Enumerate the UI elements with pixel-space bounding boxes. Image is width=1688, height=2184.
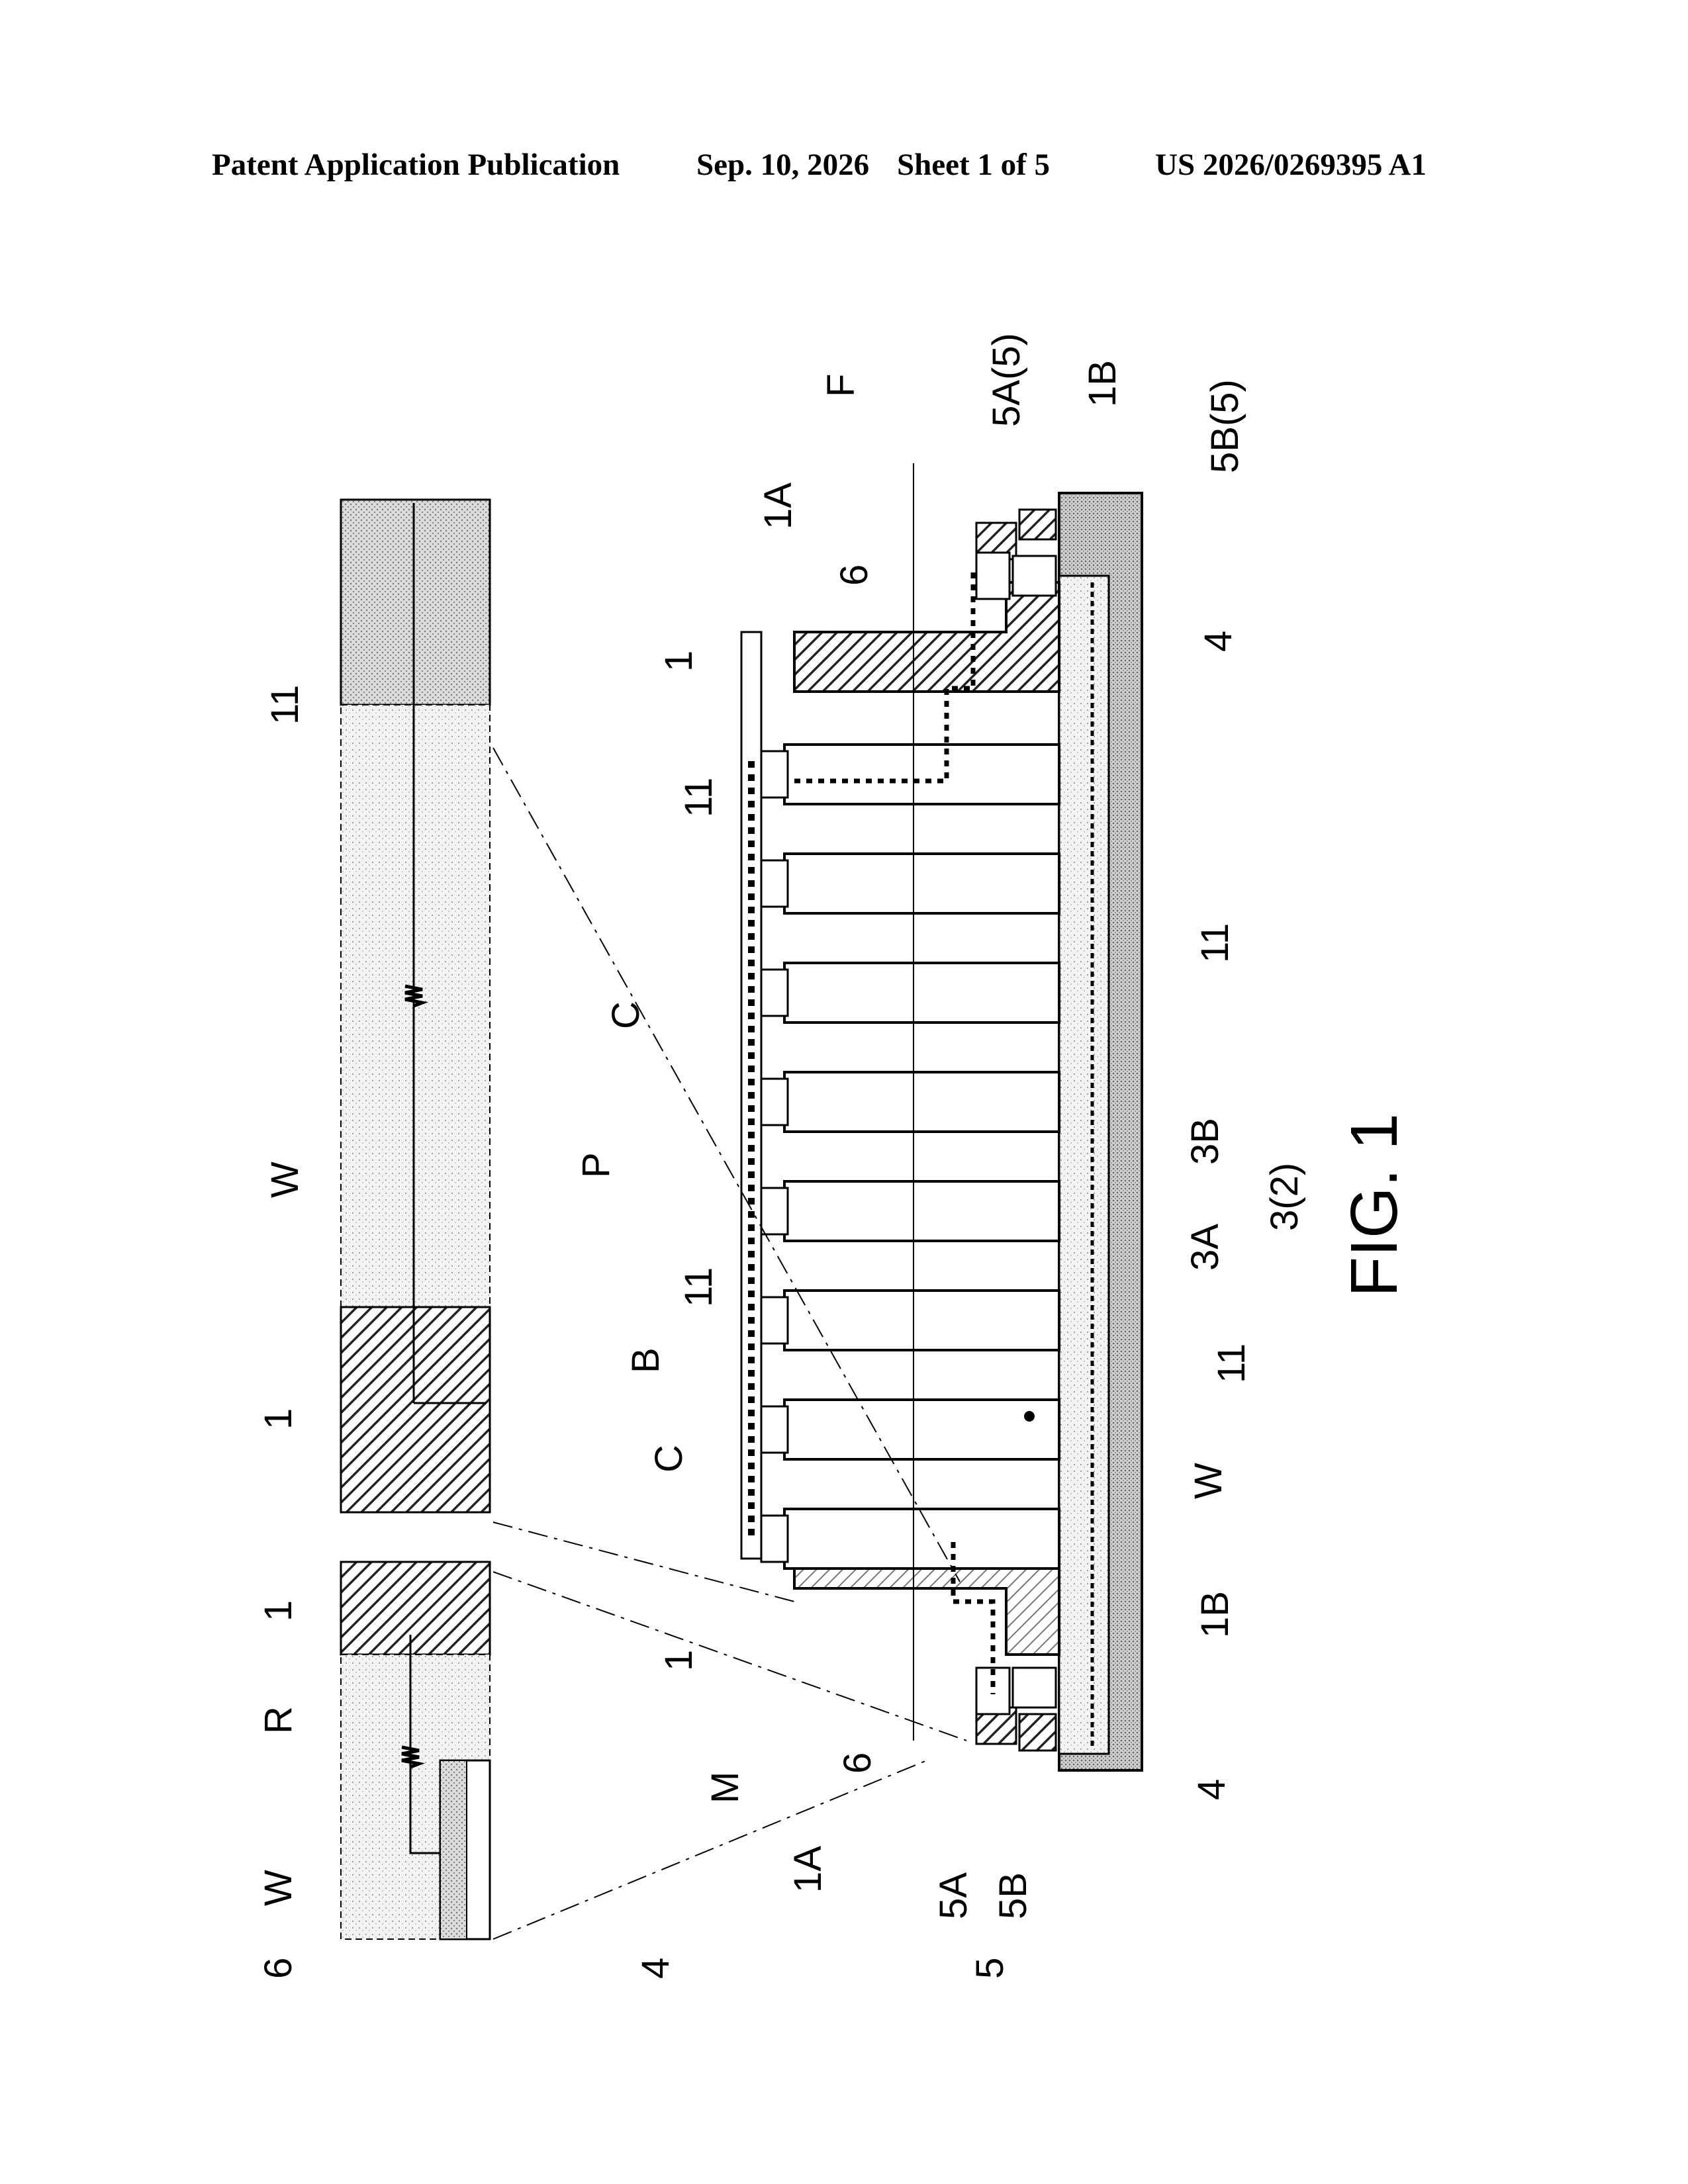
main-assembly: F 5A(5) 1B 5B(5) 1A 6 4 1 11 11 C P 3B 3… (493, 333, 1306, 1979)
inset-label-1: 1 (257, 1408, 300, 1430)
inset2-label-4: 4 (634, 1958, 677, 1979)
screw-4-top (976, 553, 1009, 599)
label-1-top: 1 (657, 651, 700, 672)
label-11-b: 11 (1194, 923, 1237, 963)
label-b: B (624, 1347, 667, 1373)
cell-11 (761, 1181, 1059, 1241)
label-1a-bottom: 1A (786, 1846, 829, 1893)
inset2-label-w: W (257, 1870, 300, 1906)
label-4-bottom: 4 (1190, 1779, 1233, 1800)
figure-caption: FIG. 1 (1337, 1113, 1411, 1297)
inset2-label-r: R (257, 1706, 300, 1734)
label-5b-5: 5B(5) (1203, 379, 1246, 473)
label-m: M (704, 1772, 747, 1803)
cell-11 (761, 1291, 1059, 1350)
cell-11 (761, 1072, 1059, 1132)
label-c-1: C (604, 1001, 647, 1029)
inset-detail-lower: 1 R W 6 4 (257, 1562, 677, 1979)
cell-11 (761, 854, 1059, 913)
nut-5b-bottom (1019, 1714, 1056, 1751)
inset-detail-upper: 11 W 1 (257, 500, 490, 1512)
label-11-a: 11 (677, 778, 720, 817)
label-5a: 5A (932, 1872, 975, 1919)
label-6-top: 6 (833, 565, 876, 586)
label-1b-top: 1B (1081, 360, 1124, 407)
cell-11 (761, 1509, 1059, 1569)
cell-11 (761, 745, 1059, 804)
label-5a-5: 5A(5) (985, 333, 1028, 427)
label-1a-top: 1A (757, 482, 800, 529)
base-layer-3a (1059, 576, 1109, 1754)
inset-label-w: W (263, 1161, 306, 1198)
label-11-d: 11 (1210, 1343, 1253, 1383)
label-5b: 5B (992, 1872, 1035, 1919)
nut-5b-top (1019, 510, 1056, 539)
label-4-top: 4 (1197, 631, 1240, 652)
label-p: P (575, 1152, 618, 1178)
label-1b-bottom: 1B (1194, 1591, 1237, 1638)
label-3b: 3B (1184, 1118, 1227, 1165)
label-6-bottom: 6 (836, 1752, 879, 1774)
inset-label-11: 11 (263, 685, 306, 725)
label-w-main: W (1187, 1463, 1230, 1499)
inset2-label-6: 6 (257, 1958, 300, 1979)
label-c-2: C (647, 1445, 690, 1473)
frame-1-top (794, 582, 1059, 692)
label-11-c: 11 (677, 1267, 720, 1307)
cell-11 (761, 1400, 1059, 1459)
cell-11 (761, 963, 1059, 1023)
label-5: 5 (968, 1958, 1011, 1979)
label-f: F (820, 374, 863, 397)
label-1-bottom: 1 (657, 1650, 700, 1671)
label-3-2: 3(2) (1263, 1163, 1306, 1231)
cell-array (761, 745, 1059, 1569)
label-3a: 3A (1184, 1224, 1227, 1271)
inset2-label-1: 1 (257, 1600, 300, 1621)
